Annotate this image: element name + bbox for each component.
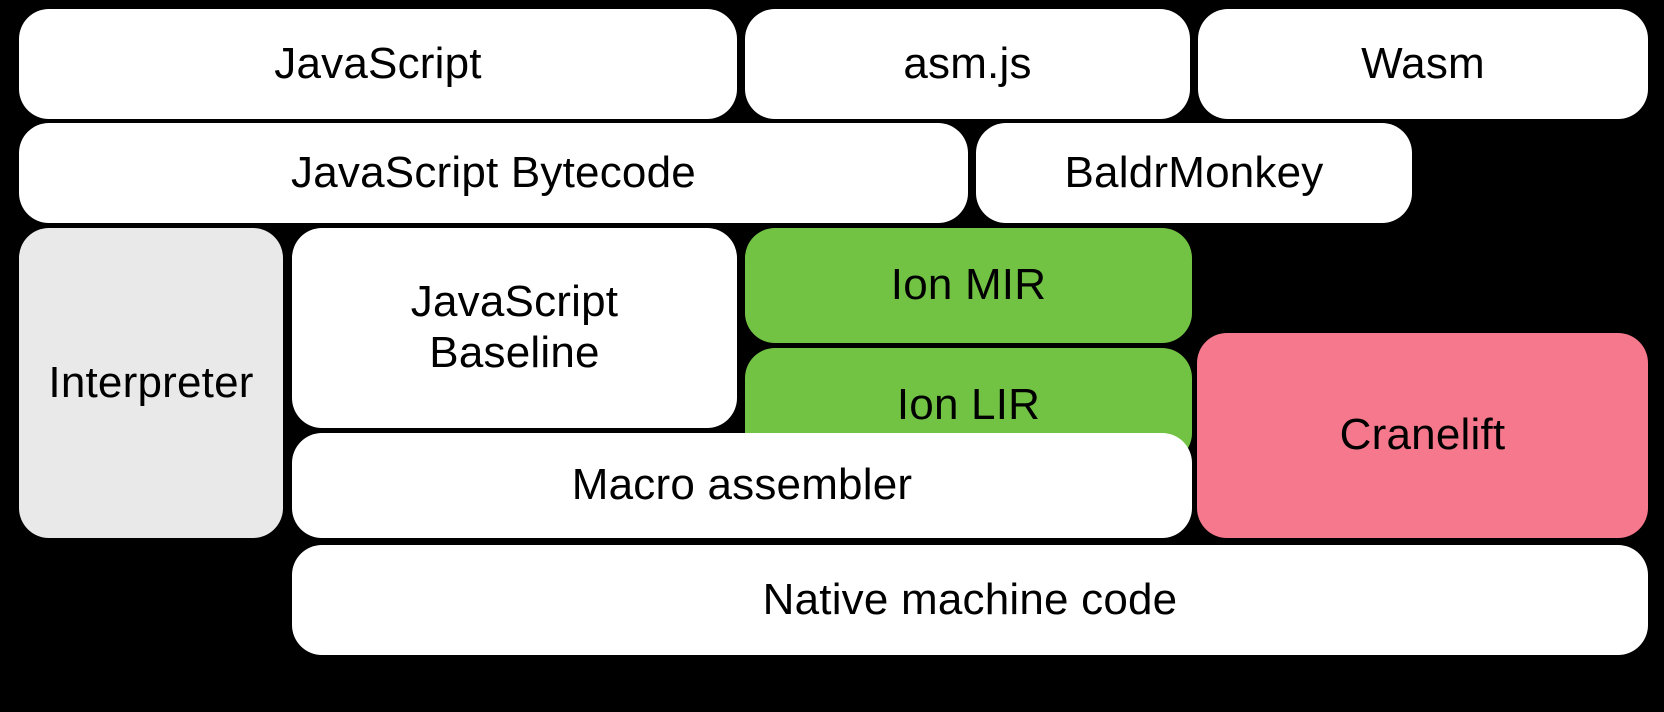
node-asmjs[interactable]: asm.js xyxy=(745,9,1190,119)
node-baldrmonkey[interactable]: BaldrMonkey xyxy=(976,123,1412,223)
node-native-machine-code[interactable]: Native machine code xyxy=(292,545,1648,655)
node-wasm[interactable]: Wasm xyxy=(1198,9,1648,119)
node-javascript-bytecode[interactable]: JavaScript Bytecode xyxy=(19,123,968,223)
node-javascript-baseline[interactable]: JavaScript Baseline xyxy=(292,228,737,428)
node-interpreter[interactable]: Interpreter xyxy=(19,228,283,538)
node-macro-assembler[interactable]: Macro assembler xyxy=(292,433,1192,538)
node-ion-mir[interactable]: Ion MIR xyxy=(745,228,1192,343)
node-cranelift[interactable]: Cranelift xyxy=(1197,333,1648,538)
node-javascript[interactable]: JavaScript xyxy=(19,9,737,119)
